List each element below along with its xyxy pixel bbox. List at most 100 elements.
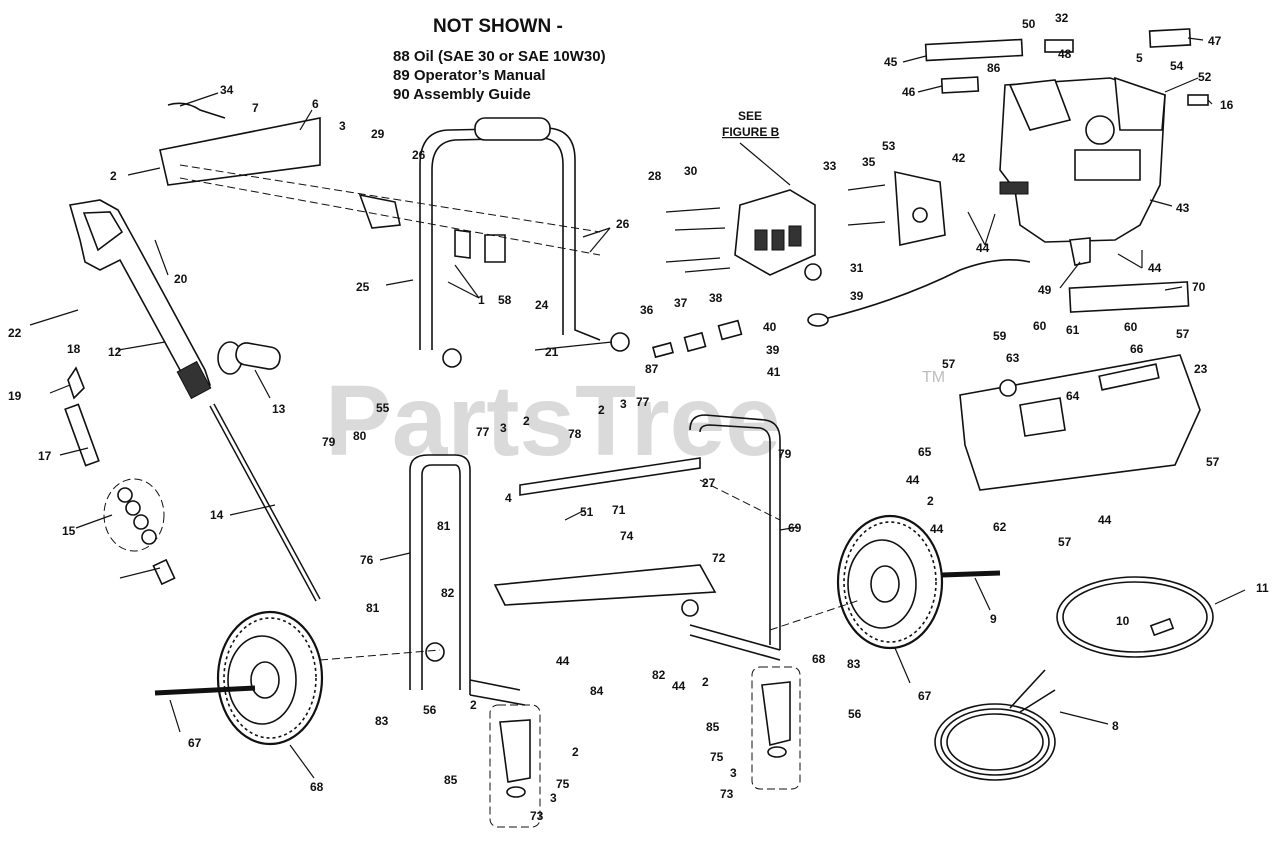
wheel-left bbox=[216, 610, 324, 746]
callout-46: 46 bbox=[902, 85, 916, 99]
callout-49: 49 bbox=[1038, 283, 1052, 297]
callout-67: 67 bbox=[188, 736, 202, 750]
callout-2: 2 bbox=[470, 698, 477, 712]
watermark: PartsTree bbox=[325, 365, 781, 477]
hose-high-pressure bbox=[934, 669, 1056, 781]
callout-36: 36 bbox=[640, 303, 654, 317]
callout-13: 13 bbox=[272, 402, 286, 416]
pump bbox=[734, 170, 946, 276]
callout-39: 39 bbox=[766, 343, 780, 357]
callout-51: 51 bbox=[580, 505, 594, 519]
axle-left bbox=[154, 685, 256, 696]
callout-79: 79 bbox=[778, 447, 792, 461]
callout-28: 28 bbox=[648, 169, 662, 183]
soap-nozzle bbox=[152, 558, 176, 586]
callout-42: 42 bbox=[952, 151, 966, 165]
callout-40: 40 bbox=[763, 320, 777, 334]
callout-84: 84 bbox=[590, 684, 604, 698]
callout-2: 2 bbox=[110, 169, 117, 183]
callout-79: 79 bbox=[322, 435, 336, 449]
callout-52: 52 bbox=[1198, 70, 1212, 84]
callout-6: 6 bbox=[312, 97, 319, 111]
nozzle-set bbox=[117, 487, 157, 545]
handle-frame bbox=[159, 102, 630, 368]
assembly-lines bbox=[179, 164, 861, 661]
callout-19: 19 bbox=[8, 389, 22, 403]
callout-5: 5 bbox=[1136, 51, 1143, 65]
grip-handle bbox=[217, 341, 281, 375]
callout-68: 68 bbox=[812, 652, 826, 666]
carabiner bbox=[67, 366, 85, 400]
callout-4: 4 bbox=[505, 491, 512, 505]
callout-63: 63 bbox=[1006, 351, 1020, 365]
callout-2: 2 bbox=[927, 494, 934, 508]
callout-77: 77 bbox=[636, 395, 650, 409]
callout-1: 1 bbox=[478, 293, 485, 307]
callout-66: 66 bbox=[1130, 342, 1144, 356]
wheel-right bbox=[836, 514, 944, 650]
callout-65: 65 bbox=[918, 445, 932, 459]
callout-77: 77 bbox=[476, 425, 490, 439]
foot-right bbox=[761, 681, 791, 746]
callout-21: 21 bbox=[545, 345, 559, 359]
callout-12: 12 bbox=[108, 345, 122, 359]
callout-85: 85 bbox=[706, 720, 720, 734]
callout-50: 50 bbox=[1022, 17, 1036, 31]
callout-25: 25 bbox=[356, 280, 370, 294]
callout-60: 60 bbox=[1124, 320, 1138, 334]
callout-26: 26 bbox=[412, 148, 426, 162]
callout-23: 23 bbox=[1194, 362, 1208, 376]
callout-11: 11 bbox=[1256, 581, 1269, 595]
watermark-tm: TM bbox=[922, 369, 945, 386]
callout-16: 16 bbox=[1220, 98, 1234, 112]
control-panel bbox=[959, 281, 1201, 491]
callout-58: 58 bbox=[498, 293, 512, 307]
callout-17: 17 bbox=[38, 449, 52, 463]
callout-70: 70 bbox=[1192, 280, 1206, 294]
nozzle-holder bbox=[64, 403, 100, 467]
callout-82: 82 bbox=[652, 668, 666, 682]
callout-61: 61 bbox=[1066, 323, 1080, 337]
callout-57: 57 bbox=[1058, 535, 1072, 549]
callout-3: 3 bbox=[620, 397, 627, 411]
callout-78: 78 bbox=[568, 427, 582, 441]
callout-44: 44 bbox=[556, 654, 570, 668]
foot-left bbox=[499, 719, 531, 783]
callout-85: 85 bbox=[444, 773, 458, 787]
not-shown-item: 88 Oil (SAE 30 or SAE 10W30) bbox=[393, 48, 606, 65]
callout-86: 86 bbox=[987, 61, 1001, 75]
not-shown-item: 89 Operator’s Manual bbox=[393, 67, 546, 84]
callout-83: 83 bbox=[375, 714, 389, 728]
callout-26: 26 bbox=[616, 217, 630, 231]
callout-43: 43 bbox=[1176, 201, 1190, 215]
see-ref-line1: SEE bbox=[738, 109, 762, 123]
hose-garden bbox=[1056, 576, 1214, 658]
callout-27: 27 bbox=[702, 476, 716, 490]
callout-59: 59 bbox=[993, 329, 1007, 343]
axle-right bbox=[941, 570, 1001, 578]
callout-57: 57 bbox=[1176, 327, 1190, 341]
callout-57: 57 bbox=[942, 357, 956, 371]
see-ref-line2: FIGURE B bbox=[722, 125, 780, 139]
callout-24: 24 bbox=[535, 298, 549, 312]
callout-57: 57 bbox=[1206, 455, 1220, 469]
callout-53: 53 bbox=[882, 139, 896, 153]
callout-67: 67 bbox=[918, 689, 932, 703]
callout-38: 38 bbox=[709, 291, 723, 305]
not-shown-title: NOT SHOWN - bbox=[433, 16, 563, 37]
callout-87: 87 bbox=[645, 362, 659, 376]
callout-33: 33 bbox=[823, 159, 837, 173]
callout-82: 82 bbox=[441, 586, 455, 600]
callout-37: 37 bbox=[674, 296, 688, 310]
callout-62: 62 bbox=[993, 520, 1007, 534]
callout-74: 74 bbox=[620, 529, 634, 543]
callout-9: 9 bbox=[990, 612, 997, 626]
callout-44: 44 bbox=[906, 473, 920, 487]
callout-48: 48 bbox=[1058, 47, 1072, 61]
callout-2: 2 bbox=[598, 403, 605, 417]
callout-29: 29 bbox=[371, 127, 385, 141]
callout-2: 2 bbox=[572, 745, 579, 759]
callout-54: 54 bbox=[1170, 59, 1184, 73]
callout-41: 41 bbox=[767, 365, 781, 379]
callout-3: 3 bbox=[339, 119, 346, 133]
